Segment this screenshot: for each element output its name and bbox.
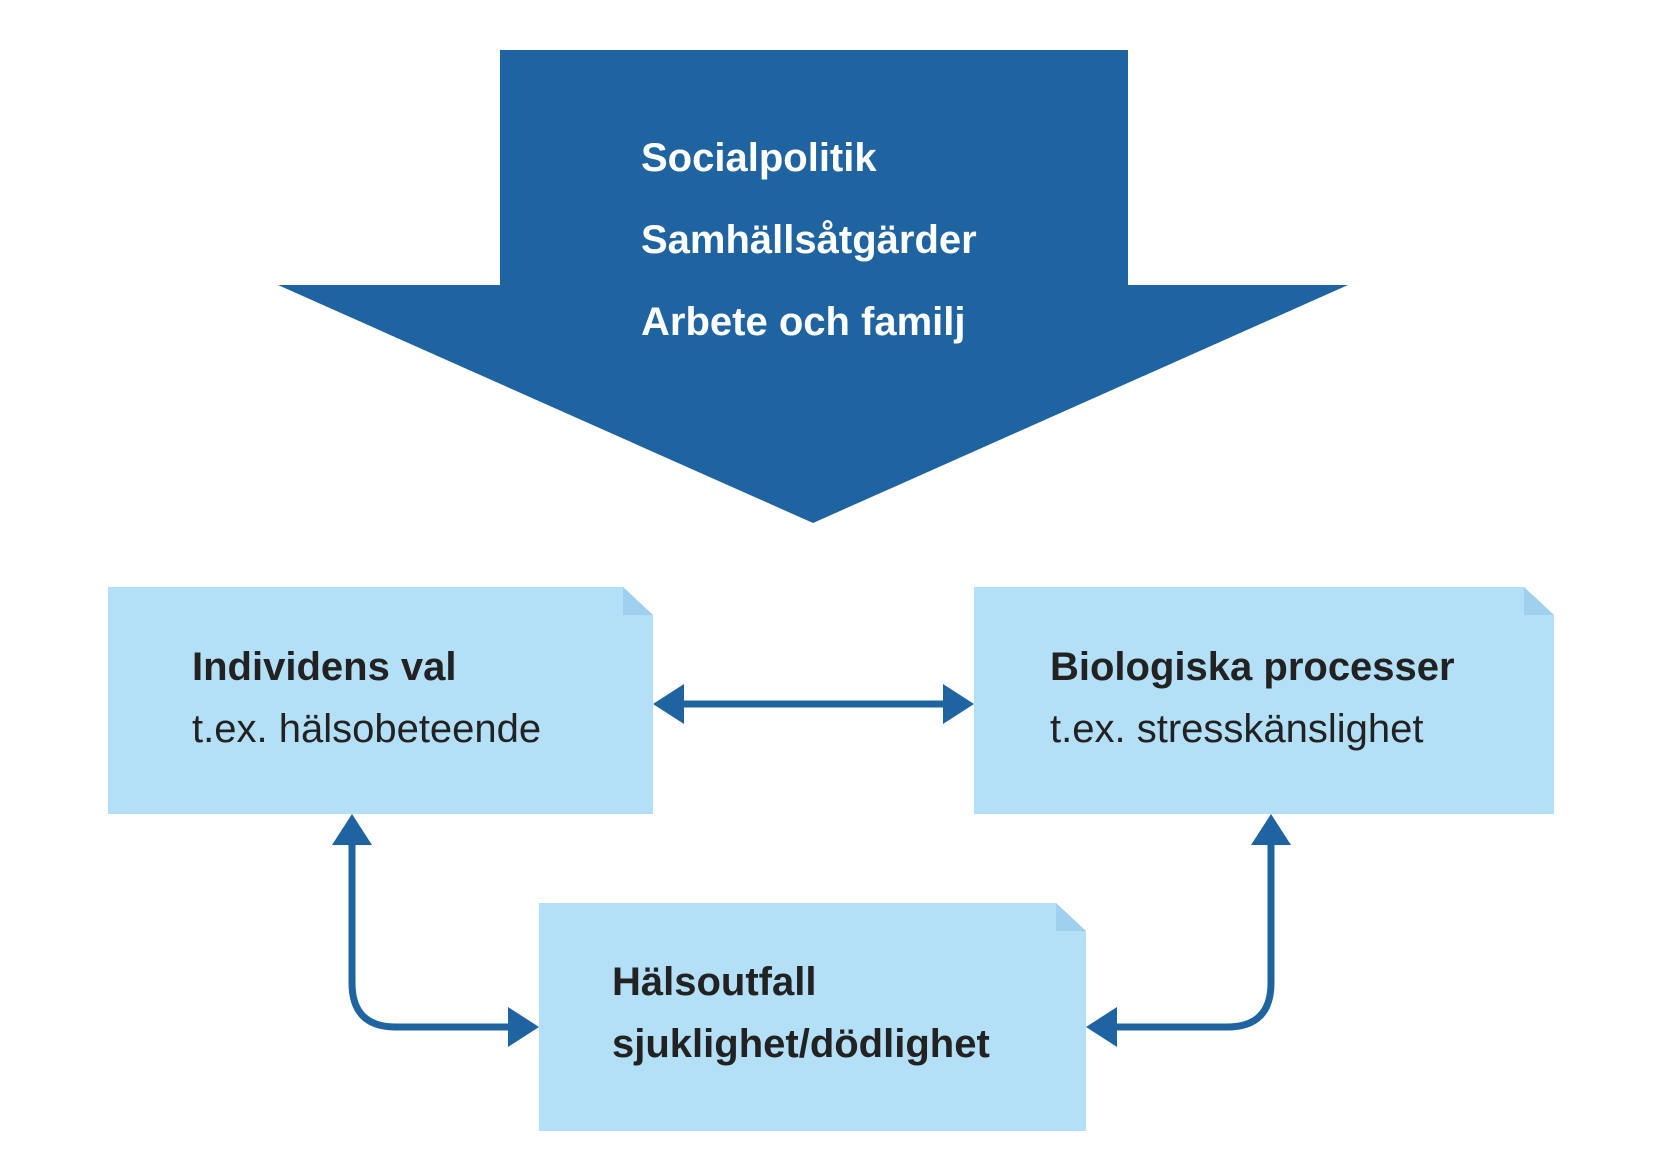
arrowhead-left-icon (653, 684, 684, 724)
arrowhead-up-icon (1251, 814, 1291, 845)
box-biological-subtitle: t.ex. stresskänslighet (1050, 707, 1424, 751)
arrowhead-left-icon (1086, 1007, 1117, 1047)
box-outcome (539, 903, 1086, 1131)
box-individual-subtitle: t.ex. hälsobeteende (192, 707, 542, 751)
box-biological-title: Biologiska processer (1050, 645, 1455, 689)
connector-individual-outcome (332, 814, 539, 1047)
top-arrow-shape (278, 50, 1348, 523)
connector-biological-outcome (1086, 814, 1291, 1047)
box-individual (108, 587, 653, 814)
box-individual-title: Individens val (192, 645, 457, 689)
box-outcome-title: Hälsoutfall (612, 960, 817, 1004)
arrow-line-samhallsatgarder: Samhällsåtgärder (641, 218, 977, 262)
arrowhead-right-icon (508, 1007, 539, 1047)
arrow-line-socialpolitik: Socialpolitik (641, 136, 877, 180)
box-outcome-subtitle: sjuklighet/dödlighet (612, 1022, 990, 1066)
arrow-line-arbete-och-familj: Arbete och familj (641, 300, 966, 344)
arrowhead-right-icon (943, 684, 974, 724)
box-biological (974, 587, 1554, 814)
arrowhead-up-icon (332, 814, 372, 845)
connector-individual-biological (653, 684, 974, 724)
